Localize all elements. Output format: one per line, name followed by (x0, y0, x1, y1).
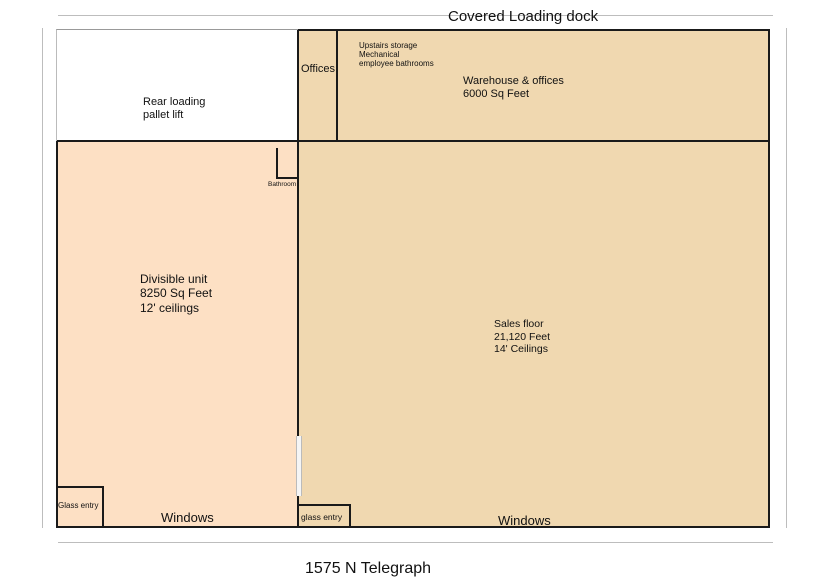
rear-loading-label: Rear loading pallet lift (143, 96, 205, 122)
windows-left-label: Windows (161, 510, 214, 525)
warehouse-line2: 6000 Sq Feet (463, 88, 530, 101)
sales-floor-label: Sales floor 21,120 Feet 14' Ceilings (494, 318, 550, 356)
upstairs-line3: employee bathrooms (359, 59, 434, 69)
covered-loading-dock-label: Covered Loading dock (448, 8, 599, 25)
sales-line1: Sales floor (494, 318, 544, 330)
glass-entry-right-label: glass entry (301, 512, 343, 522)
warehouse-room (297, 29, 770, 142)
warehouse-label: Warehouse & offices 6000 Sq Feet (463, 75, 564, 101)
offices-label: Offices (301, 63, 336, 75)
glass-entry-right-room (297, 504, 351, 528)
upstairs-line1: Upstairs storage (359, 41, 418, 50)
divisible-line1: Divisible unit (140, 272, 208, 286)
bathroom-room (276, 148, 297, 179)
upstairs-line2: Mechanical (359, 50, 400, 60)
offices-room (297, 29, 338, 142)
dimension-line-left (42, 28, 43, 528)
windows-right-label: Windows (498, 513, 551, 528)
sales-floor-room (297, 140, 770, 528)
dimension-line-top (58, 15, 773, 16)
glass-entry-left-label: Glass entry (58, 501, 99, 510)
bathroom-label: Bathroom (268, 181, 297, 188)
glass-entry-left-room (56, 486, 104, 528)
rear-loading-line1: Rear loading (143, 96, 206, 108)
warehouse-line1: Warehouse & offices (463, 75, 564, 87)
rear-loading-line2: pallet lift (143, 109, 184, 122)
divisible-line3: 12' ceilings (140, 300, 199, 315)
rear-loading-area (56, 29, 298, 141)
door-gap (296, 436, 302, 496)
divisible-line2: 8250 Sq Feet (140, 286, 213, 301)
upstairs-label: Upstairs storage Mechanical employee bat… (359, 41, 434, 69)
dimension-line-bottom (58, 542, 773, 543)
divisible-unit-label: Divisible unit 8250 Sq Feet 12' ceilings (140, 272, 212, 315)
dimension-line-right (786, 28, 787, 528)
sales-line3: 14' Ceilings (494, 343, 548, 356)
sales-line2: 21,120 Feet (494, 330, 551, 343)
divisible-unit-room (56, 140, 299, 528)
address-label: 1575 N Telegraph (305, 560, 432, 577)
